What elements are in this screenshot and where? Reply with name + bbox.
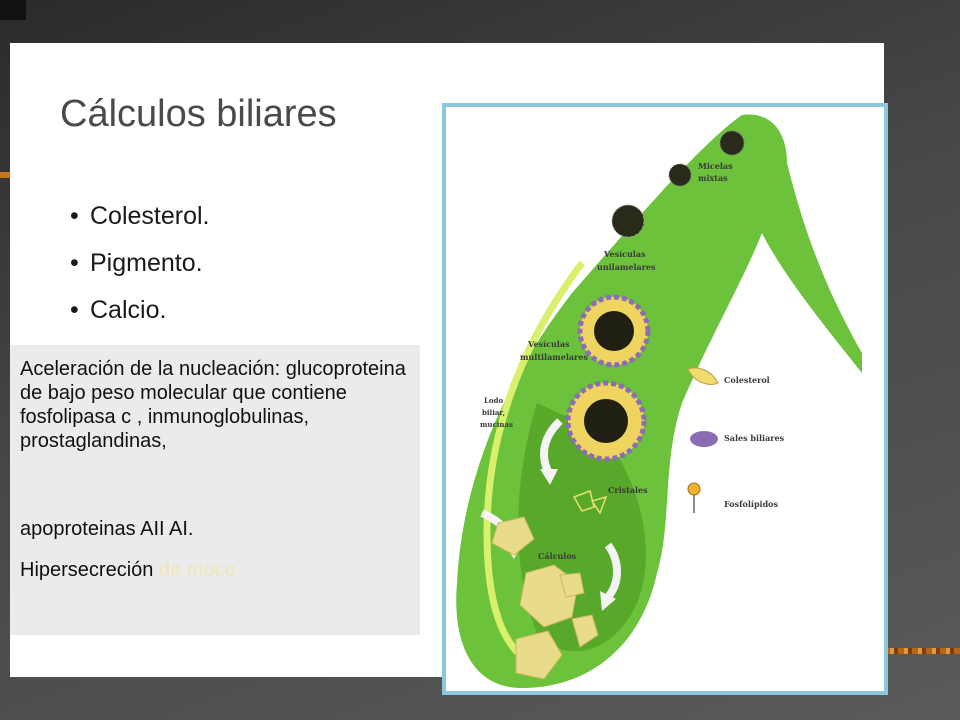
label-vesiculas-uni-2: unilamelares [597, 262, 656, 272]
text-paragraph-3-main: Hipersecreción [20, 559, 154, 581]
flow-arrow-icon [604, 542, 621, 600]
label-micelas-2: mixtas [698, 173, 728, 183]
label-lodo-2: biliar, [482, 408, 505, 417]
legend-sales-biliares: Sales biliares [724, 433, 785, 443]
micelle-icon [719, 130, 745, 156]
cholesterol-legend-icon [687, 367, 719, 385]
crystals-icon [572, 490, 608, 515]
text-overlay-box: Aceleración de la nucleación: glucoprote… [10, 345, 420, 635]
bullet-marker: • [70, 249, 79, 277]
bullet-item: • Colesterol. [70, 193, 210, 240]
label-vesiculas-uni-1: Vesículas [603, 249, 646, 259]
bile-salt-legend-icon [690, 431, 718, 447]
bullet-text: Colesterol. [90, 202, 210, 230]
orange-accent-left [0, 172, 12, 178]
gallbladder-diagram: Micelas mixtas Vesículas unilamelares Ve… [442, 103, 888, 695]
label-micelas-1: Micelas [698, 161, 733, 171]
phospholipid-legend-icon [687, 482, 701, 496]
text-paragraph-2: apoproteinas AII AI. [20, 518, 194, 540]
gallstone-icon [491, 516, 535, 556]
text-paragraph-3: Hipersecreción de moco [20, 558, 236, 582]
text-paragraph-1: Aceleración de la nucleación: glucoprote… [20, 358, 406, 452]
bullet-item: • Calcio. [70, 287, 210, 334]
label-lodo-3: mucinas [480, 420, 513, 429]
gallstone-icon [559, 572, 585, 598]
corner-decoration [0, 0, 26, 20]
arrowhead-icon [600, 591, 616, 611]
label-cristales: Cristales [608, 485, 648, 495]
vesicle-core [584, 399, 628, 443]
label-calculos: Cálculos [538, 551, 577, 561]
orange-accent-right [884, 648, 960, 654]
slide-title: Cálculos biliares [60, 93, 337, 135]
bullet-marker: • [70, 296, 79, 324]
arrowhead-icon [540, 469, 558, 485]
label-vesiculas-multi-1: Vesículas [527, 339, 570, 349]
bullet-list: • Colesterol. • Pigmento. • Calcio. [70, 193, 210, 334]
text-paragraph-3-faint: de moco [158, 559, 236, 581]
gallstone-icon [571, 614, 599, 648]
gallstone-icon [515, 630, 563, 680]
label-lodo-1: Lodo [484, 396, 503, 405]
micelle-icon [668, 163, 692, 187]
bullet-marker: • [70, 202, 79, 230]
legend-colesterol: Colesterol [724, 375, 770, 385]
unilamellar-vesicle-icon [611, 204, 645, 238]
bullet-item: • Pigmento. [70, 240, 210, 287]
legend-fosfolipidos: Fosfolípidos [724, 499, 779, 509]
bullet-text: Calcio. [90, 296, 167, 324]
bullet-text: Pigmento. [90, 249, 203, 277]
vesicle-core [594, 311, 634, 351]
label-vesiculas-multi-2: multilamelares [520, 352, 588, 362]
gallbladder-inner-wall [483, 260, 585, 667]
